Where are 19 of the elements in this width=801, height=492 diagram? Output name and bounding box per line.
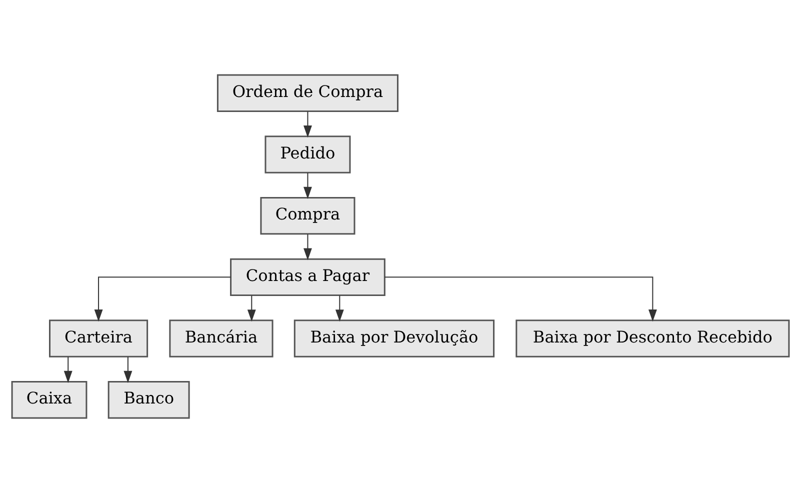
arrow (124, 356, 132, 382)
node-box: Baixa por Desconto Recebido (516, 319, 790, 357)
arrow (304, 234, 312, 260)
node-box: Baixa por Devolução (294, 319, 495, 357)
node-box: Caixa (11, 380, 88, 418)
arrow (384, 276, 657, 322)
arrow (247, 295, 256, 322)
node-box: Contas a Pagar (230, 258, 386, 296)
arrow (304, 111, 312, 138)
node-box: Pedido (264, 135, 351, 173)
node-box: Ordem de Compra (216, 74, 398, 112)
node-box: Carteira (49, 319, 148, 357)
node-box: Banco (108, 380, 190, 418)
node-box: Compra (260, 196, 356, 234)
arrow (304, 172, 312, 198)
node-box: Bancária (169, 319, 274, 357)
arrow (64, 356, 72, 382)
arrow (335, 295, 344, 322)
arrow (94, 276, 231, 322)
